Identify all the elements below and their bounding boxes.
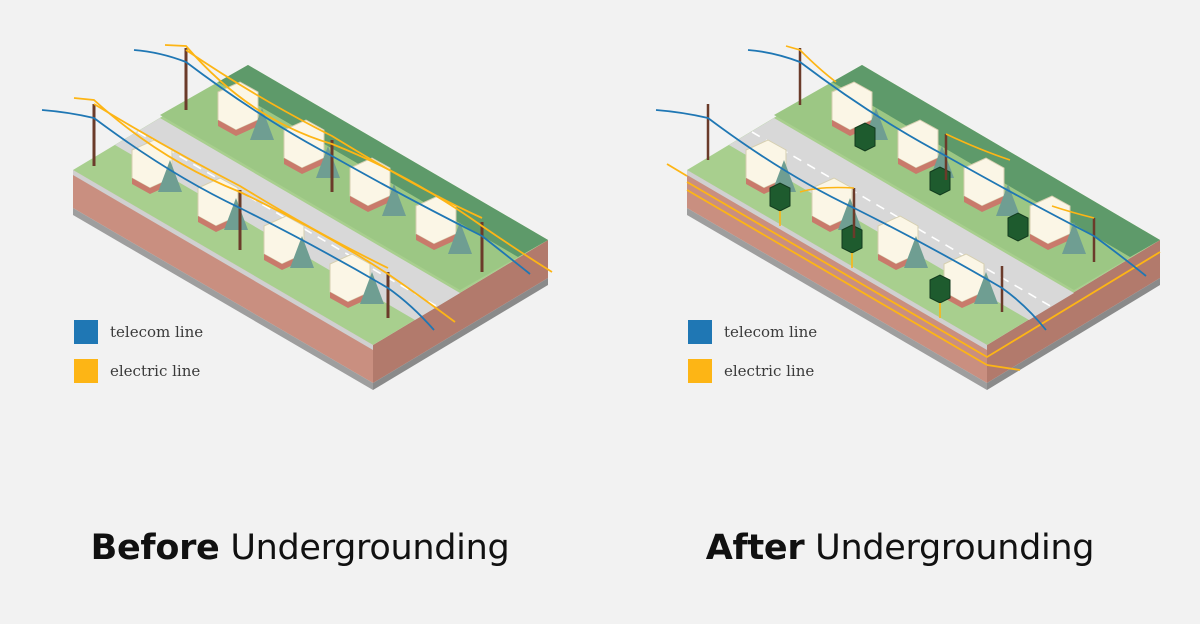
base-right: [987, 278, 1160, 390]
electric-feeder: [1051, 205, 1095, 219]
telecom-line: [133, 49, 531, 275]
house: [897, 119, 939, 174]
after-panel: telecom line electric line After Undergr…: [600, 0, 1200, 624]
after-diagram: [655, 45, 1161, 390]
telecom-line: [655, 109, 1047, 331]
before-caption-bold: Before: [90, 528, 220, 568]
tree: [316, 146, 340, 178]
legend-item-electric: electric line: [688, 359, 817, 383]
legend-item-telecom: telecom line: [74, 320, 203, 344]
tree: [904, 236, 928, 268]
tree: [224, 198, 248, 230]
base-front: [687, 208, 987, 390]
tree: [290, 236, 314, 268]
electric-feeder: [945, 133, 1011, 161]
soil-front-face: [73, 170, 373, 383]
telecom-label: telecom line: [110, 323, 204, 341]
legend: telecom line electric line: [74, 320, 203, 398]
tree: [158, 160, 182, 192]
house: [1029, 195, 1071, 250]
electric-feeder: [779, 211, 941, 318]
underground-line: [686, 181, 1161, 359]
grass-surface: [73, 65, 548, 345]
telecom-line: [747, 49, 1147, 277]
overhead-electric-lines: [73, 44, 553, 323]
after-caption-rest: Undergrounding: [815, 528, 1095, 568]
tree: [838, 198, 862, 230]
dark-grass-edge: [832, 65, 1160, 257]
underground-line: [686, 189, 988, 366]
legend-item-electric: electric line: [74, 359, 203, 383]
house: [217, 81, 259, 136]
before-diagram: [41, 44, 553, 390]
telecom-swatch: [688, 320, 712, 344]
tree: [996, 184, 1020, 216]
before-caption: Before Undergrounding: [0, 528, 600, 568]
transformer-box: [841, 224, 863, 254]
after-caption-bold: After: [705, 528, 805, 568]
house: [831, 81, 873, 136]
base-right: [373, 278, 548, 390]
electric-line: [73, 97, 456, 323]
tree: [448, 222, 472, 254]
tree: [974, 272, 998, 304]
house: [811, 177, 853, 232]
electric-line: [93, 103, 389, 269]
after-caption: After Undergrounding: [600, 528, 1200, 568]
legend: telecom line electric line: [688, 320, 817, 398]
transformer-box: [929, 274, 951, 304]
before-panel: telecom line electric line Before Underg…: [0, 44, 600, 568]
telecom-line: [41, 109, 435, 331]
electric-label: electric line: [110, 362, 201, 380]
tree: [360, 272, 384, 304]
transformer-boxes: [769, 122, 1029, 304]
tree: [382, 184, 406, 216]
utility-poles: [92, 48, 484, 318]
electric-feeder: [785, 45, 837, 83]
soil-right-face: [373, 240, 548, 383]
electric-line: [185, 49, 483, 219]
electric-swatch: [74, 359, 98, 383]
tree: [1062, 222, 1086, 254]
underground-line: [986, 364, 1021, 371]
underground-line: [666, 163, 688, 177]
dark-grass-edge: [218, 65, 548, 257]
house: [197, 177, 239, 232]
underground-electric-lines: [666, 163, 1161, 371]
transformer-box: [1007, 212, 1029, 242]
house: [963, 157, 1005, 212]
before-caption-rest: Undergrounding: [230, 528, 510, 568]
tree: [250, 108, 274, 140]
electric-feeder: [799, 186, 855, 193]
legend-item-telecom: telecom line: [688, 320, 817, 344]
sidewalk-edge: [687, 170, 987, 350]
transformer-box: [769, 182, 791, 212]
soil-right-face: [987, 240, 1160, 383]
house: [283, 119, 325, 174]
telecom-swatch: [74, 320, 98, 344]
trees: [158, 108, 472, 304]
transformer-box: [854, 122, 876, 152]
telecom-label: telecom line: [724, 323, 818, 341]
overhead-telecom-lines: [41, 49, 531, 331]
base-front: [73, 208, 373, 390]
electric-feeders: [779, 45, 1095, 318]
electric-swatch: [688, 359, 712, 383]
sidewalk-edge: [73, 170, 373, 350]
telecom-lines: [655, 49, 1147, 331]
electric-label: electric line: [724, 362, 815, 380]
